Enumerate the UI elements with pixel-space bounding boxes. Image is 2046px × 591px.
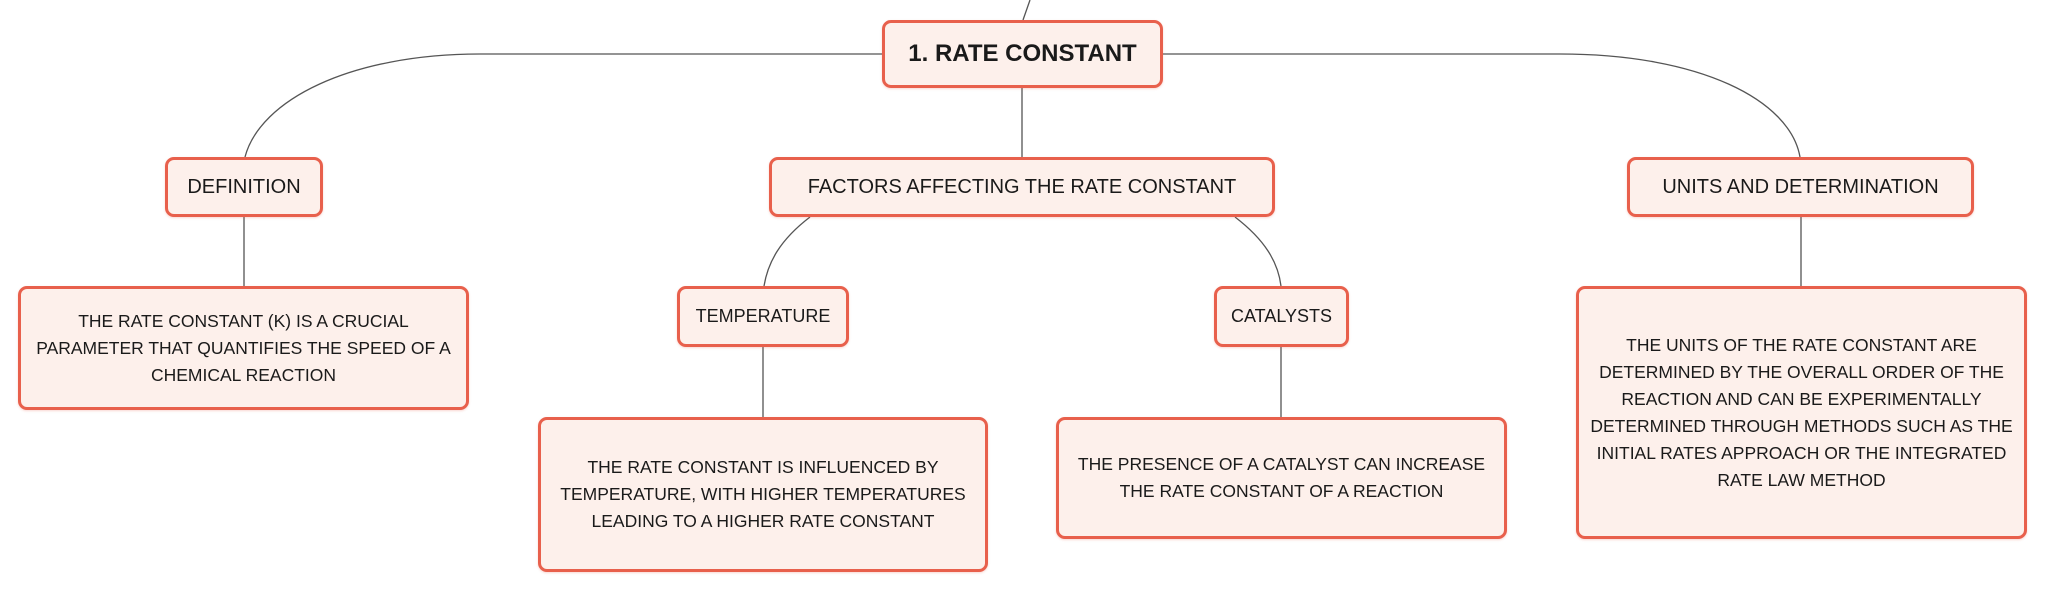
branch-node-units[interactable]: UNITS AND DETERMINATION: [1627, 157, 1974, 217]
detail-node-temperature[interactable]: THE RATE CONSTANT IS INFLUENCED BY TEMPE…: [538, 417, 988, 572]
subtopic-label-temperature: TEMPERATURE: [695, 306, 831, 326]
branch-label-definition: DEFINITION: [187, 175, 301, 198]
branch-node-factors[interactable]: FACTORS AFFECTING THE RATE CONSTANT: [769, 157, 1275, 217]
branch-label-factors: FACTORS AFFECTING THE RATE CONSTANT: [807, 175, 1237, 198]
detail-node-units[interactable]: THE UNITS OF THE RATE CONSTANT ARE DETER…: [1576, 286, 2027, 539]
subtopic-node-temperature[interactable]: TEMPERATURE: [677, 286, 849, 347]
root-topic-node[interactable]: 1. RATE CONSTANT: [882, 20, 1163, 88]
connector-root-units: [1163, 53, 1801, 158]
connector-factors-temperature: [763, 216, 811, 287]
branch-label-units: UNITS AND DETERMINATION: [1662, 175, 1939, 198]
connector-parent-root: [1022, 0, 1031, 21]
detail-node-catalysts[interactable]: THE PRESENCE OF A CATALYST CAN INCREASE …: [1056, 417, 1507, 539]
root-topic-label: 1. RATE CONSTANT: [908, 40, 1137, 67]
connector-factors-catalysts: [1234, 216, 1282, 287]
detail-text-temperature: THE RATE CONSTANT IS INFLUENCED BY TEMPE…: [560, 457, 966, 531]
connector-root-definition: [244, 53, 882, 158]
detail-node-definition[interactable]: THE RATE CONSTANT (K) IS A CRUCIAL PARAM…: [18, 286, 469, 410]
branch-node-definition[interactable]: DEFINITION: [165, 157, 323, 217]
detail-text-definition: THE RATE CONSTANT (K) IS A CRUCIAL PARAM…: [36, 310, 451, 385]
detail-text-catalysts: THE PRESENCE OF A CATALYST CAN INCREASE …: [1077, 454, 1486, 501]
subtopic-node-catalysts[interactable]: CATALYSTS: [1214, 286, 1349, 347]
detail-text-units: THE UNITS OF THE RATE CONSTANT ARE DETER…: [1590, 334, 2013, 490]
subtopic-label-catalysts: CATALYSTS: [1230, 306, 1333, 326]
